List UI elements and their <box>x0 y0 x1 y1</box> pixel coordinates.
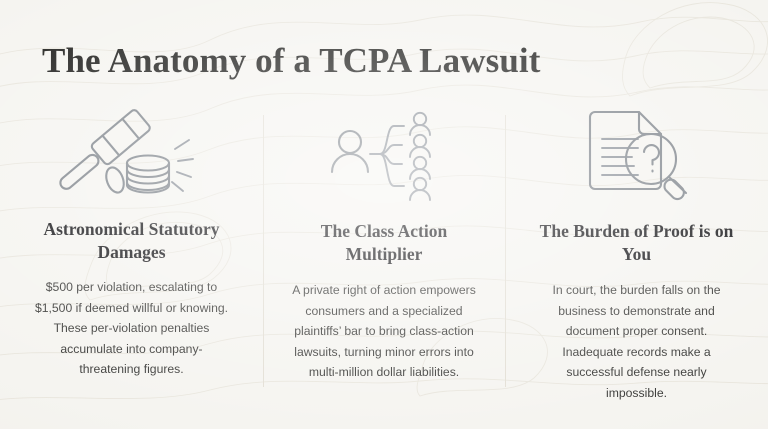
column-body-text: $500 per violation, escalating to $1,500… <box>34 280 229 376</box>
gavel-striking-coins-icon <box>58 106 195 202</box>
column-heading: The Class Action Multiplier <box>320 221 448 264</box>
person-branching-to-group-icon <box>324 106 444 202</box>
column-burden-of-proof: The Burden of Proof is on You In court, … <box>505 106 768 403</box>
column-body-text: A private right of action empowers consu… <box>292 283 476 379</box>
column-statutory-damages: Astronomical Statutory Damages $500 per … <box>0 106 263 380</box>
column-heading: The Burden of Proof is on You <box>539 221 734 264</box>
column-class-action: The Class Action Multiplier A private ri… <box>263 106 505 383</box>
document-magnifier-question-icon <box>576 106 698 202</box>
column-body-text: In court, the burden falls on the busine… <box>552 283 721 400</box>
columns-container: Astronomical Statutory Damages $500 per … <box>0 106 768 406</box>
column-heading: Astronomical Statutory Damages <box>43 219 220 262</box>
page-title: The Anatomy of a TCPA Lawsuit <box>42 41 541 80</box>
